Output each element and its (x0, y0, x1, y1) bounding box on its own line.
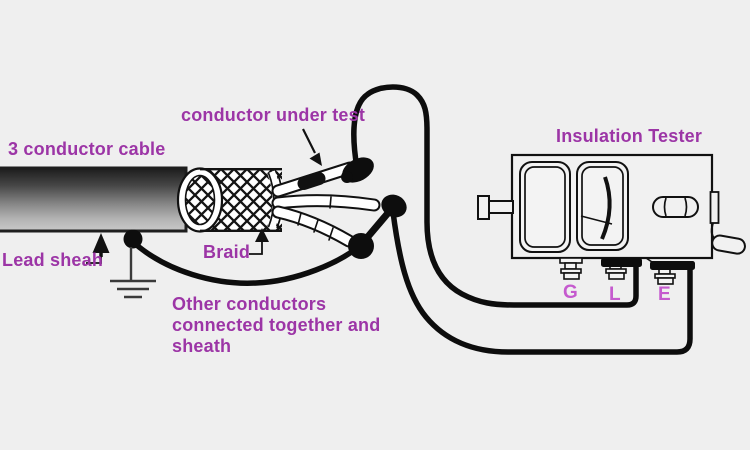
lead-E-wire (390, 209, 693, 355)
other-conductors-line1: Other conductors (172, 294, 327, 314)
annotation-arrows (86, 128, 322, 264)
tester-handle (477, 195, 514, 220)
terminal-wire-bars (601, 258, 695, 270)
braid-arrow (249, 228, 269, 255)
E-terminal-bar (650, 261, 695, 270)
lead-sheath-arrow (86, 233, 110, 264)
other-conductors-line3: sheath (172, 336, 232, 356)
lead-L-wire (351, 84, 639, 308)
clip-middle-conductor (381, 194, 407, 218)
three-conductor-cable (0, 166, 188, 233)
ground-symbol (110, 229, 156, 299)
conductor-under-test-label: conductor under test (181, 105, 366, 125)
insulation-tester-label: Insulation Tester (556, 126, 703, 146)
L-terminal-bar (601, 258, 642, 267)
braid-shield (176, 167, 284, 233)
tester-selector[interactable] (652, 196, 699, 218)
terminal-label-E: E (658, 284, 671, 305)
tester-crank[interactable] (709, 191, 747, 255)
meter-needle-icon (600, 176, 612, 240)
clips (341, 157, 407, 259)
other-conductors-line2: connected together and (172, 315, 381, 335)
clip-link-wire (362, 209, 392, 243)
tester-meter (576, 161, 629, 251)
terminal-label-G: G (563, 282, 578, 303)
tester-left-panel (519, 161, 571, 253)
cable-label: 3 conductor cable (8, 139, 166, 159)
sheath-bond-wire (130, 239, 360, 286)
terminal-label-L: L (609, 284, 621, 305)
terminal-G[interactable] (559, 257, 583, 280)
sheath-ground-dot (123, 229, 143, 249)
test-leads (130, 84, 693, 355)
conductor-arrow (302, 128, 322, 166)
conductor-marker-band (297, 172, 326, 190)
lead-sheath-label: Lead sheah (2, 250, 104, 270)
insulation-tester (477, 153, 747, 285)
braid-label: Braid (203, 242, 251, 262)
clip-bottom-conductor (348, 233, 374, 259)
conductors (271, 161, 381, 248)
other-conductors-label: Other conductors connected together and … (172, 294, 380, 357)
